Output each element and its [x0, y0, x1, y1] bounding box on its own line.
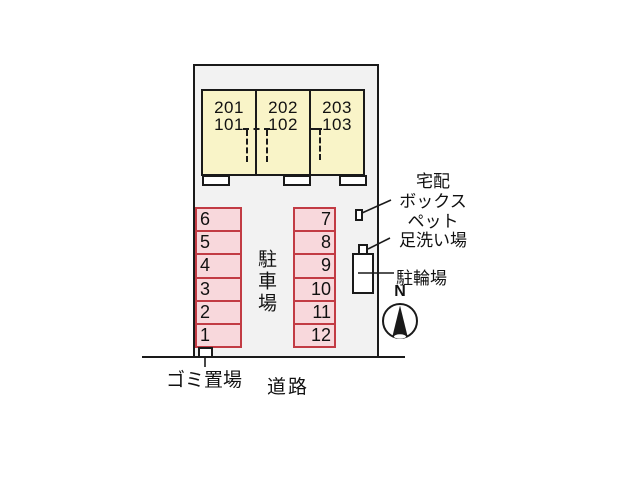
- road-boundary-line: [142, 356, 405, 358]
- delivery-box-label-line2: ボックス: [399, 192, 467, 211]
- entrance-path-dash: [266, 130, 268, 162]
- road-label: 道路: [267, 377, 310, 398]
- building-unit-2: 202 102: [255, 91, 309, 174]
- entrance-step-2: [283, 175, 311, 186]
- unit-number-upper: 203: [322, 98, 352, 117]
- pet-wash-label-line2: 足洗い場: [399, 231, 467, 250]
- entrance-path-dash: [243, 128, 270, 130]
- parking-space: 4: [197, 255, 240, 279]
- parking-space: 11: [295, 302, 334, 325]
- entrance-path-dash: [319, 129, 321, 160]
- bicycle-parking-label: 駐輪場: [396, 269, 447, 288]
- parking-space: 8: [295, 232, 334, 256]
- pet-wash-label-line1: ペット: [407, 212, 459, 231]
- unit-number-upper: 201: [214, 98, 244, 117]
- parking-column-right: 7 8 9 10 11 12: [293, 207, 336, 348]
- parking-space: 6: [197, 209, 240, 233]
- parking-space: 10: [295, 279, 334, 302]
- building: 201 101 202 102 203 103: [201, 89, 365, 176]
- compass-icon: [382, 303, 418, 339]
- parking-space: 3: [197, 279, 240, 302]
- pet-wash-label: ペット 足洗い場: [384, 212, 482, 250]
- bicycle-parking-area: [352, 253, 374, 294]
- delivery-box-icon: [355, 209, 363, 221]
- entrance-path-dash: [311, 128, 322, 130]
- unit-number-lower: 101: [214, 115, 244, 134]
- building-unit-1: 201 101: [203, 91, 255, 174]
- parking-space: 9: [295, 255, 334, 279]
- unit-number-lower: 103: [322, 115, 352, 134]
- parking-area-label: 駐車場: [255, 249, 276, 315]
- parking-column-left: 6 5 4 3 2 1: [195, 207, 242, 348]
- delivery-box-label-line1: 宅配: [416, 172, 450, 191]
- garbage-area-label: ゴミ置場: [166, 370, 243, 391]
- parking-space: 5: [197, 232, 240, 256]
- unit-number-upper: 202: [268, 98, 298, 117]
- entrance-path-dash: [246, 130, 248, 162]
- compass-north-label: N: [394, 283, 406, 300]
- entrance-step-3: [339, 175, 367, 186]
- parking-space: 1: [200, 324, 211, 345]
- parking-space: 12: [310, 324, 331, 345]
- delivery-box-label: 宅配 ボックス: [384, 172, 482, 212]
- unit-number-lower: 102: [268, 115, 298, 134]
- parking-space: 7: [295, 209, 334, 233]
- entrance-step-1: [202, 175, 230, 186]
- building-unit-3: 203 103: [309, 91, 363, 174]
- parking-space: 2: [197, 302, 240, 325]
